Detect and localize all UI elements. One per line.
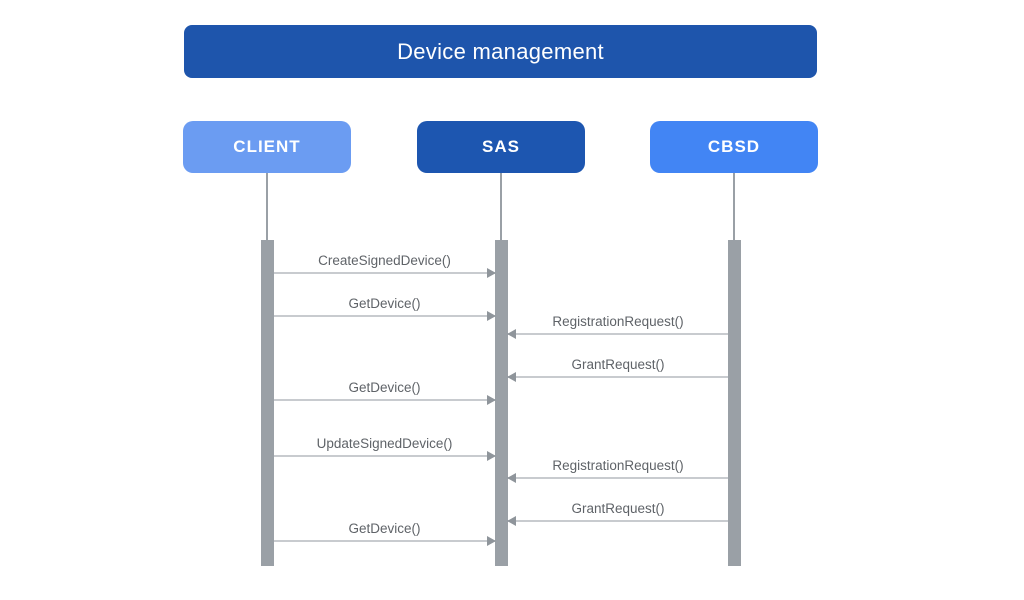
message-registration-request-2: RegistrationRequest() bbox=[507, 458, 728, 483]
activation-bar-cbsd bbox=[728, 240, 741, 566]
activation-bar-sas bbox=[495, 240, 508, 566]
message-grant-request-1: GrantRequest() bbox=[507, 357, 728, 382]
message-registration-request-1: RegistrationRequest() bbox=[507, 314, 728, 339]
lifeline-sas bbox=[500, 173, 502, 240]
arrow-right-icon bbox=[487, 395, 496, 405]
arrow-left-icon bbox=[507, 372, 516, 382]
message-label: GrantRequest() bbox=[571, 357, 665, 372]
arrow-left-icon bbox=[507, 516, 516, 526]
arrow-left-icon bbox=[507, 473, 516, 483]
actor-client: CLIENT bbox=[183, 121, 351, 173]
arrow-line bbox=[274, 268, 496, 278]
message-label: GetDevice() bbox=[348, 380, 421, 395]
arrow-line bbox=[274, 451, 496, 461]
diagram-title: Device management bbox=[184, 25, 817, 78]
arrow-line bbox=[507, 473, 728, 483]
actor-cbsd: CBSD bbox=[650, 121, 818, 173]
arrow-right-icon bbox=[487, 268, 496, 278]
arrow-line bbox=[507, 329, 728, 339]
activation-bar-client bbox=[261, 240, 274, 566]
message-get-device-2: GetDevice() bbox=[274, 380, 496, 405]
arrow-right-icon bbox=[487, 536, 496, 546]
arrow-line bbox=[507, 372, 728, 382]
message-update-signed-device: UpdateSignedDevice() bbox=[274, 436, 496, 461]
lifeline-cbsd bbox=[733, 173, 735, 240]
message-label: RegistrationRequest() bbox=[552, 458, 684, 473]
message-label: RegistrationRequest() bbox=[552, 314, 684, 329]
message-label: GrantRequest() bbox=[571, 501, 665, 516]
message-label: UpdateSignedDevice() bbox=[316, 436, 453, 451]
message-label: GetDevice() bbox=[348, 296, 421, 311]
message-label: CreateSignedDevice() bbox=[318, 253, 451, 268]
arrow-line bbox=[274, 536, 496, 546]
arrow-right-icon bbox=[487, 311, 496, 321]
arrow-line bbox=[274, 395, 496, 405]
arrow-right-icon bbox=[487, 451, 496, 461]
arrow-left-icon bbox=[507, 329, 516, 339]
arrow-line bbox=[507, 516, 728, 526]
lifeline-client bbox=[266, 173, 268, 240]
message-get-device-1: GetDevice() bbox=[274, 296, 496, 321]
message-label: GetDevice() bbox=[348, 521, 421, 536]
actor-sas: SAS bbox=[417, 121, 585, 173]
message-get-device-3: GetDevice() bbox=[274, 521, 496, 546]
message-create-signed-device: CreateSignedDevice() bbox=[274, 253, 496, 278]
message-grant-request-2: GrantRequest() bbox=[507, 501, 728, 526]
arrow-line bbox=[274, 311, 496, 321]
